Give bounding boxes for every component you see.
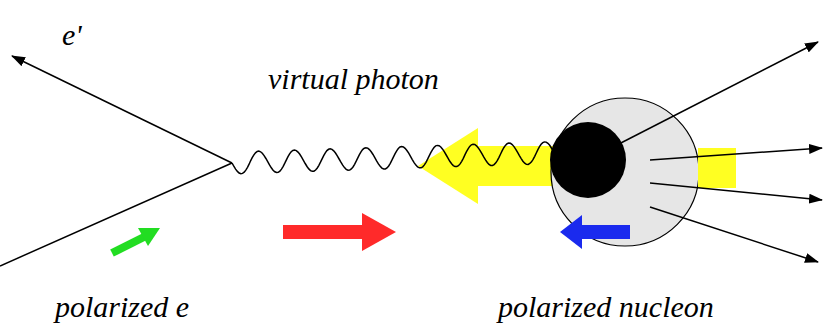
hadron-track (650, 207, 818, 262)
nucleon-label: polarized nucleon (498, 290, 714, 323)
virtual-photon-line (232, 142, 572, 174)
scattered-electron-label: e' (62, 18, 82, 51)
nucleon-spin-arrow (560, 215, 630, 249)
electron-spin-arrow (112, 228, 160, 253)
scattered-electron (12, 56, 232, 163)
incoming-electron (0, 163, 232, 266)
photon-label: virtual photon (268, 62, 439, 95)
hadron-track (650, 183, 822, 200)
electron-momentum-arrow (283, 213, 396, 251)
electron-label: polarized e (55, 290, 189, 323)
photon-spin-arrow (418, 128, 573, 204)
quark-circle (550, 122, 626, 198)
hadron-track (615, 42, 818, 146)
hadron-track (650, 148, 822, 160)
